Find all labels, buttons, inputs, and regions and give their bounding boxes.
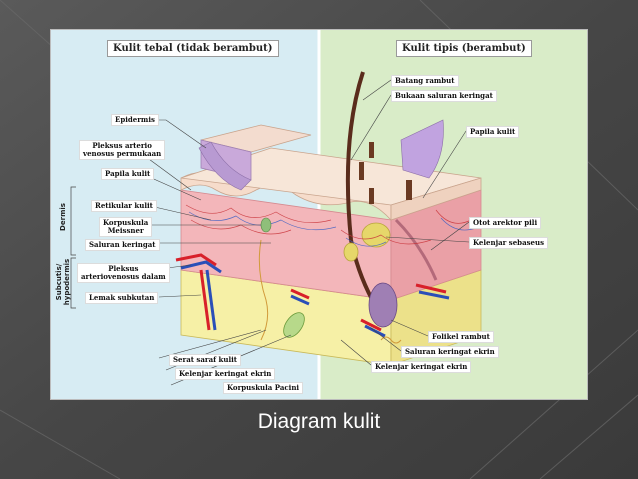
slide-caption: Diagram kulit bbox=[257, 410, 381, 433]
label-papila-kulit-left: Papila kulit bbox=[101, 168, 155, 180]
label-korpuskula-pacini: Korpuskula Pacini bbox=[223, 382, 304, 394]
label-kelenjar-ekrin-left: Kelenjar keringat ekrin bbox=[175, 368, 276, 380]
label-epidermis: Epidermis bbox=[111, 114, 159, 126]
label-bukaan-saluran: Bukaan saluran keringat bbox=[391, 90, 497, 102]
label-kelenjar-sebaseus: Kelenjar sebaseus bbox=[469, 237, 549, 249]
label-lemak-subkutan: Lemak subkutan bbox=[85, 292, 159, 304]
hair-shaft bbox=[345, 71, 383, 317]
label-batang-rambut: Batang rambut bbox=[391, 75, 459, 87]
label-serat-saraf: Serat saraf kulit bbox=[169, 354, 242, 366]
heading-thick-skin: Kulit tebal (tidak berambut) bbox=[107, 40, 279, 57]
label-papila-kulit-right: Papila kulit bbox=[466, 126, 520, 138]
side-label-dermis: Dermis bbox=[59, 203, 67, 231]
skin-illustration bbox=[51, 30, 587, 399]
skin-diagram: Kulit tebal (tidak berambut) Kulit tipis… bbox=[50, 29, 588, 400]
label-folikel-rambut: Folikel rambut bbox=[428, 331, 494, 343]
label-pleksus-permukaan: Pleksus arterio venosus permukaan bbox=[79, 140, 166, 160]
side-label-subcutis: Subcutis/ hypodermis bbox=[55, 258, 71, 306]
label-saluran-keringat: Saluran keringat bbox=[85, 239, 160, 251]
label-kelenjar-ekrin-right: Kelenjar keringat ekrin bbox=[371, 361, 472, 373]
heading-thin-skin: Kulit tipis (berambut) bbox=[396, 40, 532, 57]
label-korpuskula-meissner: Korpuskula Meissner bbox=[99, 217, 153, 237]
label-saluran-ekrin: Saluran keringat ekrin bbox=[401, 346, 499, 358]
label-otot-arektor: Otot arektor pili bbox=[469, 217, 542, 229]
label-pleksus-dalam: Pleksus arteriovenosus dalam bbox=[77, 263, 170, 283]
label-retikular-kulit: Retikular kulit bbox=[91, 200, 157, 212]
